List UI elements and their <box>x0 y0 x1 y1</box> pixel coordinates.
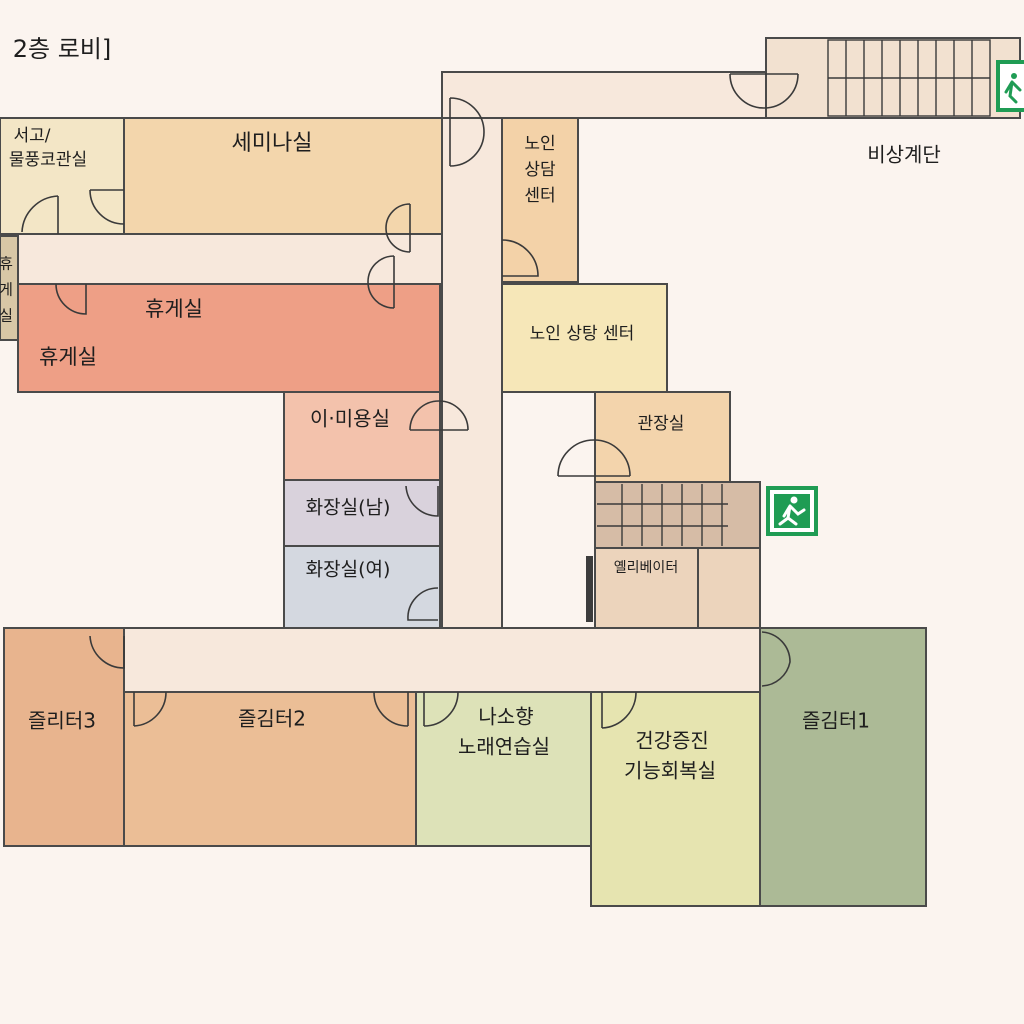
label-karaoke-2: 노래연습실 <box>458 735 550 759</box>
label-wc-m: 화장실(남) <box>306 497 391 519</box>
label-counsel-3: 센터 <box>524 186 555 206</box>
label-wc-f: 화장실(여) <box>306 559 391 581</box>
room-health[interactable] <box>590 691 761 907</box>
label-fun2: 즐김터2 <box>238 707 306 731</box>
door-corridor-top <box>449 97 485 167</box>
label-counsel2: 노인 상탕 센터 <box>530 324 635 344</box>
door-counsel <box>501 239 539 277</box>
label-karaoke-1: 나소향 <box>478 705 533 729</box>
door-lounge-west <box>55 283 87 315</box>
door-fun2-west <box>133 691 167 727</box>
door-wc-m <box>405 485 439 517</box>
elevator-door-bar <box>586 556 593 622</box>
room-lounge[interactable] <box>17 283 441 393</box>
label-hyu-small-2: 게 <box>0 281 13 299</box>
corridor-bottom <box>123 627 761 693</box>
door-karaoke <box>423 691 459 727</box>
corridor-west <box>17 233 443 285</box>
label-health-2: 기능회복실 <box>624 759 716 783</box>
label-hyu-small-3: 실 <box>0 307 13 325</box>
label-lounge-b: 휴게실 <box>39 345 97 369</box>
room-seogo[interactable] <box>0 117 125 235</box>
room-fun2[interactable] <box>123 691 417 847</box>
doors <box>21 73 799 729</box>
emergency-exit-icon <box>766 486 818 536</box>
label-counsel-2: 상담 <box>524 160 556 180</box>
door-health <box>601 691 637 729</box>
inner-stair-treads <box>597 484 728 546</box>
door-wc-f <box>407 587 439 621</box>
room-wc-m[interactable] <box>283 479 441 547</box>
room-fun3[interactable] <box>3 627 125 847</box>
stairwell-inner <box>594 481 761 549</box>
label-elevator: 옐리베이터 <box>614 560 678 576</box>
label-seogo-1: 서고/ <box>13 126 50 146</box>
room-counsel[interactable] <box>501 117 579 283</box>
label-emergency-stairs: 비상계단 <box>867 143 941 167</box>
label-fun1: 즐김터1 <box>802 709 870 733</box>
room-elevator[interactable] <box>594 547 761 629</box>
label-office: 관장실 <box>638 414 685 434</box>
label-seminar: 세미나실 <box>232 131 313 156</box>
label-seogo-2: 물풍코관실 <box>9 150 87 170</box>
door-fun3 <box>89 635 125 669</box>
label-health-1: 건강증진 <box>635 729 709 753</box>
room-seminar[interactable] <box>123 117 443 235</box>
room-beauty[interactable] <box>283 391 441 481</box>
door-seminar-east <box>385 203 411 253</box>
emergency-stair-treads <box>827 39 991 117</box>
label-hyu-small-1: 휴 <box>0 255 13 273</box>
door-beauty <box>409 400 469 431</box>
label-lounge-a: 휴게실 <box>145 297 203 321</box>
floor-title: 2층 로비] <box>13 35 112 63</box>
label-counsel-1: 노인 <box>524 134 555 154</box>
door-fun2-east <box>373 691 409 727</box>
room-wc-f[interactable] <box>283 545 441 629</box>
corridor-mid <box>441 117 503 629</box>
door-emergency <box>729 73 799 109</box>
door-office <box>557 439 631 477</box>
door-fun1 <box>761 631 791 687</box>
label-beauty: 이·미용실 <box>310 407 390 431</box>
door-seminar-west <box>89 189 125 225</box>
label-fun3: 즐리터3 <box>28 709 96 733</box>
corridor-top <box>441 71 767 119</box>
door-lounge-east <box>367 255 395 309</box>
room-office[interactable] <box>594 391 731 483</box>
door-seogo <box>21 195 59 234</box>
room-fun1[interactable] <box>759 627 927 907</box>
emergency-exit-icon <box>996 60 1024 112</box>
room-counsel2[interactable] <box>501 283 668 393</box>
